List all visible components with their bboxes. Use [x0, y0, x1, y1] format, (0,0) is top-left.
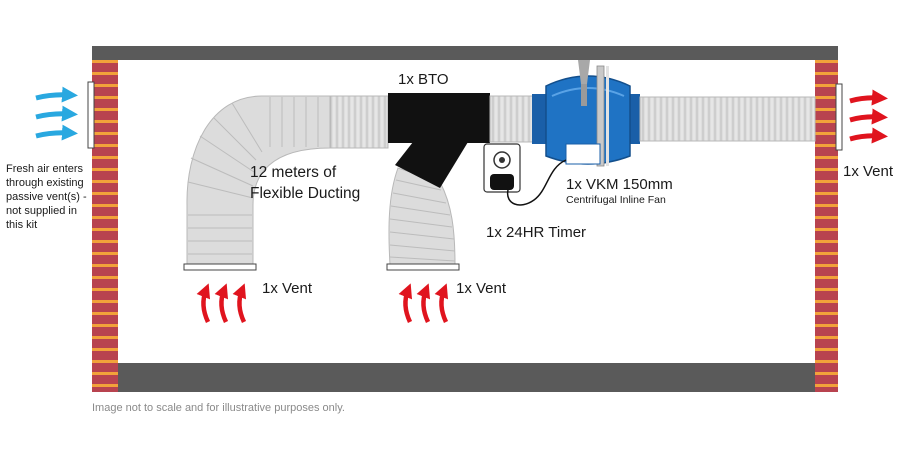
left-vent-label: 1x Vent — [262, 280, 313, 297]
right-brick-wall — [815, 60, 838, 392]
middle-duct-ribs — [389, 179, 456, 262]
fresh-air-note: Fresh air enters through existing passiv… — [6, 163, 87, 231]
exhaust-vent — [835, 83, 843, 151]
duct-segment-1 — [329, 95, 389, 149]
bto-junction — [388, 93, 490, 143]
ducting-label: 12 meters of Flexible Ducting — [250, 164, 361, 202]
bto-label: 1x BTO — [398, 71, 449, 88]
middle-vent-label: 1x Vent — [456, 280, 507, 297]
inline-fan — [532, 60, 640, 167]
left-floor-vent — [183, 263, 257, 271]
middle-floor-vent — [386, 263, 460, 271]
inlet-arrows — [35, 86, 78, 141]
disclaimer-note: Image not to scale and for illustrative … — [92, 402, 345, 414]
middle-extract-arrows — [398, 283, 449, 323]
floor-wall — [118, 363, 815, 389]
left-extract-arrows — [196, 283, 247, 323]
bto-branch — [395, 142, 468, 188]
timer-label: 1x 24HR Timer — [486, 224, 587, 241]
left-duct-ribs — [187, 97, 319, 255]
floor-wall-lower — [92, 389, 838, 392]
passive-vent — [87, 81, 95, 149]
ceiling-wall — [92, 46, 838, 60]
right-vent-label: 1x Vent — [843, 163, 894, 180]
duct-segment-3 — [639, 96, 816, 142]
left-brick-wall — [92, 60, 118, 392]
fan-model-label: 1x VKM 150mm — [566, 176, 673, 193]
timer-device — [483, 143, 567, 206]
exhaust-arrows — [849, 89, 888, 144]
fan-description-label: Centrifugal Inline Fan — [566, 194, 666, 206]
